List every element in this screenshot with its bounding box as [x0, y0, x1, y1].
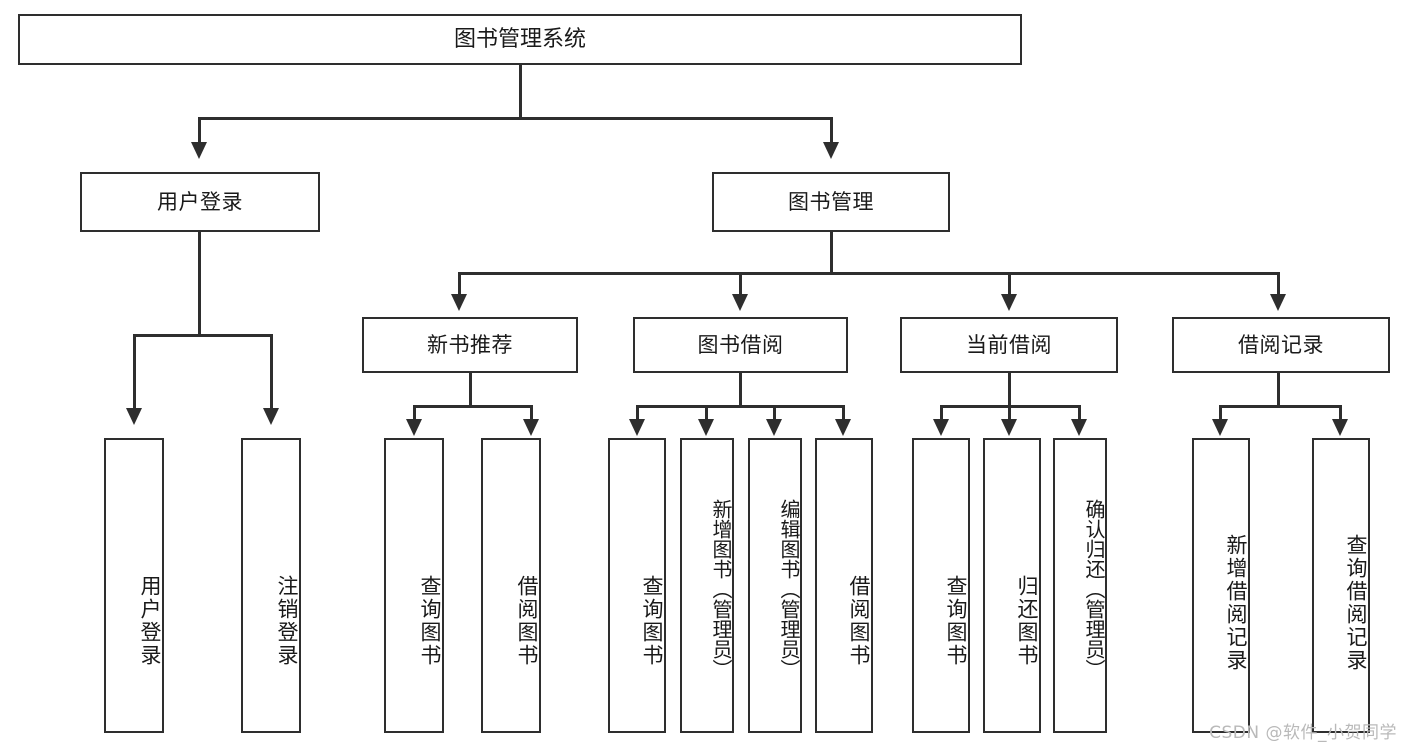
node-label: 查询借阅记录: [1344, 533, 1368, 672]
connector-new-book-drop-2: [530, 405, 533, 421]
arrow-to-leaf-borrow-book-2: [835, 419, 851, 436]
watermark-text: CSDN @软件_小贺同学: [1209, 723, 1397, 743]
arrow-to-leaf-borrow-book-1: [523, 419, 539, 436]
connector-book-borrow-drop-3: [773, 405, 776, 421]
node-label: 确认归还（管理员）: [1082, 498, 1106, 679]
node-label: 借阅图书: [515, 574, 539, 667]
leaf-edit-book-admin: 编辑图书（管理员）: [748, 438, 802, 733]
node-borrow-record: 借阅记录: [1172, 317, 1390, 373]
node-label: 图书借阅: [697, 332, 784, 357]
connector-root-stem: [519, 65, 522, 118]
node-label: 图书管理: [788, 189, 874, 214]
connector-level2-drop-1: [198, 117, 201, 144]
leaf-query-borrow-record: 查询借阅记录: [1312, 438, 1370, 733]
node-label: 查询图书: [418, 574, 442, 667]
connector-level3-drop-4: [1277, 272, 1280, 296]
arrow-to-leaf-add-record: [1212, 419, 1228, 436]
node-label: 新书推荐: [427, 332, 513, 357]
node-user-login: 用户登录: [80, 172, 320, 232]
leaf-return-book: 归还图书: [983, 438, 1041, 733]
arrow-to-borrow-record: [1270, 294, 1286, 311]
arrow-to-book-management: [823, 142, 839, 159]
node-book-management: 图书管理: [712, 172, 950, 232]
node-label: 用户登录: [157, 189, 243, 214]
connector-new-book-bar: [413, 405, 532, 408]
leaf-query-book-new: 查询图书: [384, 438, 444, 733]
connector-new-book-stem: [469, 373, 472, 407]
arrow-to-current-borrow: [1001, 294, 1017, 311]
connector-book-borrow-bar: [636, 405, 844, 408]
arrow-to-leaf-query-book-2: [629, 419, 645, 436]
connector-level3-bar: [458, 272, 1279, 275]
connector-user-login-bar: [133, 334, 272, 337]
arrow-to-leaf-user-login: [126, 408, 142, 425]
node-label: 借阅图书: [847, 574, 871, 667]
leaf-confirm-return-admin: 确认归还（管理员）: [1053, 438, 1107, 733]
connector-borrow-record-drop-1: [1219, 405, 1222, 421]
node-label: 查询图书: [640, 574, 664, 667]
connector-user-login-drop-2: [270, 334, 273, 410]
leaf-borrow-book-new: 借阅图书: [481, 438, 541, 733]
arrow-to-leaf-return-book: [1001, 419, 1017, 436]
node-label: 新增借阅记录: [1224, 533, 1248, 672]
arrow-to-new-book: [451, 294, 467, 311]
arrow-to-leaf-confirm-return: [1071, 419, 1087, 436]
node-label: 图书管理系统: [453, 26, 586, 52]
connector-book-borrow-stem: [739, 373, 742, 407]
connector-user-login-stem: [198, 232, 201, 336]
node-label: 用户登录: [138, 574, 162, 667]
arrow-to-book-borrow: [732, 294, 748, 311]
arrow-to-leaf-logout: [263, 408, 279, 425]
node-label: 归还图书: [1015, 574, 1039, 667]
leaf-query-book-current: 查询图书: [912, 438, 970, 733]
connector-new-book-drop-1: [413, 405, 416, 421]
connector-borrow-record-stem: [1277, 373, 1280, 407]
connector-level3-drop-1: [458, 272, 461, 296]
arrow-to-leaf-add-book: [698, 419, 714, 436]
connector-current-borrow-drop-2: [1008, 405, 1011, 421]
node-label: 借阅记录: [1238, 332, 1324, 357]
leaf-add-book-admin: 新增图书（管理员）: [680, 438, 734, 733]
connector-user-login-drop-1: [133, 334, 136, 410]
connector-book-borrow-drop-4: [842, 405, 845, 421]
node-label: 注销登录: [275, 574, 299, 667]
leaf-borrow-book-borrow: 借阅图书: [815, 438, 873, 733]
connector-current-borrow-drop-3: [1078, 405, 1081, 421]
leaf-add-borrow-record: 新增借阅记录: [1192, 438, 1250, 733]
connector-current-borrow-drop-1: [940, 405, 943, 421]
arrow-to-leaf-query-book-3: [933, 419, 949, 436]
arrow-to-user-login: [191, 142, 207, 159]
node-root-system: 图书管理系统: [18, 14, 1022, 65]
arrow-to-leaf-query-book-1: [406, 419, 422, 436]
leaf-query-book-borrow: 查询图书: [608, 438, 666, 733]
node-new-book-recommend: 新书推荐: [362, 317, 578, 373]
node-label: 编辑图书（管理员）: [777, 498, 801, 679]
connector-book-borrow-drop-2: [705, 405, 708, 421]
node-book-borrow: 图书借阅: [633, 317, 848, 373]
connector-book-borrow-drop-1: [636, 405, 639, 421]
leaf-user-login: 用户登录: [104, 438, 164, 733]
connector-level2-drop-2: [830, 117, 833, 144]
connector-borrow-record-bar: [1219, 405, 1341, 408]
connector-level2-bar: [198, 117, 832, 120]
connector-borrow-record-drop-2: [1339, 405, 1342, 421]
leaf-logout: 注销登录: [241, 438, 301, 733]
arrow-to-leaf-edit-book: [766, 419, 782, 436]
connector-level3-drop-3: [1008, 272, 1011, 296]
connector-current-borrow-stem: [1008, 373, 1011, 407]
connector-book-mgmt-stem: [830, 232, 833, 274]
node-current-borrow: 当前借阅: [900, 317, 1118, 373]
node-label: 当前借阅: [966, 332, 1052, 357]
connector-level3-drop-2: [739, 272, 742, 296]
arrow-to-leaf-query-record: [1332, 419, 1348, 436]
node-label: 查询图书: [944, 574, 968, 667]
node-label: 新增图书（管理员）: [709, 498, 733, 679]
